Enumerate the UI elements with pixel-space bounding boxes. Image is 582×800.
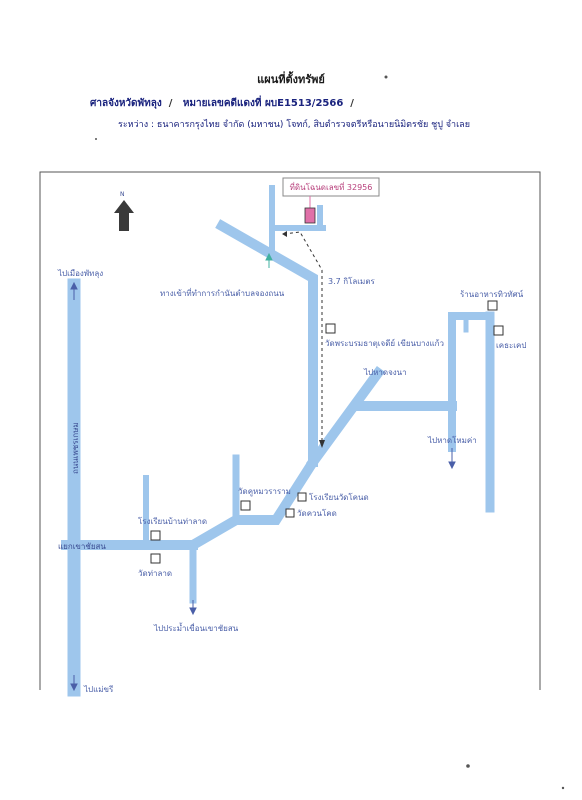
arrow-head-dam — [189, 607, 197, 616]
road-to-property — [215, 219, 318, 467]
label-school-right: โรงเรียนวัดโคนด — [309, 492, 369, 502]
landmark-school-left — [150, 530, 161, 541]
arrow-head-down — [70, 683, 78, 692]
north-label: N — [120, 191, 125, 198]
landmark-school-right — [297, 492, 307, 502]
landmark-temple-right — [493, 325, 504, 336]
landmark-restaurant — [487, 300, 498, 311]
distance-route — [283, 231, 323, 445]
label-to-beach-2: ไปหาดโหมค่า — [427, 435, 477, 445]
label-school-left: โรงเรียนบ้านท่าลาด — [138, 516, 207, 526]
label-wat-khuha: วัดคูหมวราราม — [238, 487, 291, 497]
property-label: ที่ดินโฉนดเลขที่ 32956 — [290, 181, 373, 192]
speck — [466, 764, 470, 768]
case-label: หมายเลขคดีแดงที่ — [182, 98, 262, 109]
case-line: ศาลจังหวัดพัทลุง / หมายเลขคดีแดงที่ ผบE1… — [90, 98, 354, 109]
case-number: ผบE1513/2566 — [264, 98, 344, 109]
label-temple-right: เคธะเคป — [496, 341, 526, 350]
label-distance: 3.7 กิโลเมตร — [328, 276, 376, 286]
label-entrance: ทางเข้าที่ทำการกำนันตำบลจองถนน — [160, 287, 285, 298]
landmark-wat-khon — [285, 508, 295, 518]
direction-arrows — [70, 252, 456, 692]
road-network — [61, 185, 495, 697]
property-label-box — [282, 177, 380, 197]
arrow-head-up — [70, 281, 78, 290]
road-to-khuan-khot — [186, 455, 320, 552]
arrow-head-beach2 — [448, 461, 456, 470]
parties-line: ระหว่าง : ธนาคารกรุงไทย จำกัด (มหาชน) โจ… — [118, 120, 470, 130]
landmarks — [150, 300, 504, 564]
arrow-head-entrance — [265, 252, 273, 261]
speck — [384, 75, 388, 79]
label-to-dam: ไปประม้ำเขื่อนเขาชัยสน — [153, 622, 239, 633]
label-restaurant: ร้านอาหารทิวทัศน์ — [460, 289, 524, 299]
label-wat-thalat: วัดท่าลาด — [138, 569, 172, 578]
label-to-sukhirin: ไปแม่ขรี — [83, 685, 114, 694]
label-wat-phra: วัดพระบรมธาตุเจดีย์ เขียนบางแก้ว — [325, 338, 444, 348]
speck — [95, 138, 97, 140]
scan-marks — [95, 75, 565, 790]
distance-arrow-head — [319, 440, 325, 448]
distance-arrow-tail — [282, 231, 287, 237]
speck — [561, 786, 565, 790]
label-junction: แยกเขาชัยสน — [58, 542, 106, 551]
property-marker — [304, 207, 316, 224]
landmark-wat-phra — [325, 323, 336, 334]
north-arrow-icon — [114, 200, 134, 231]
map-frame — [39, 171, 541, 690]
court-name: ศาลจังหวัดพัทลุง — [90, 98, 162, 109]
landmark-wat-khuha — [240, 500, 251, 511]
label-wat-khon: วัดควนโคด — [297, 508, 337, 518]
label-to-beach: ไปหาดจงนา — [363, 368, 407, 377]
label-road-vertical: ถนนเพชรเกษม — [71, 422, 80, 474]
landmark-wat-thalat — [150, 553, 161, 564]
page-title: แผนที่ตั้งทรัพย์ — [257, 73, 325, 86]
road-to-beach — [306, 366, 385, 469]
label-to-phatthalung: ไปเมืองพัทลุง — [57, 269, 103, 278]
